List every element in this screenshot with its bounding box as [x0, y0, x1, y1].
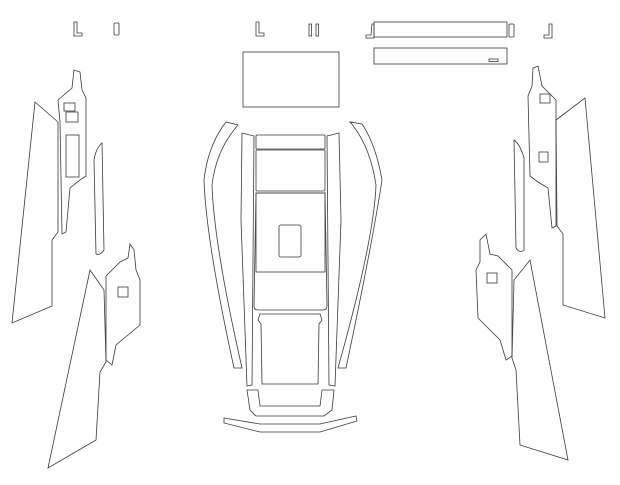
- center-lower-section: [257, 313, 323, 385]
- center-window: [278, 224, 302, 258]
- right-oval-strip: [513, 139, 525, 252]
- right-strip-window-b: [538, 151, 549, 163]
- center-top-section: [255, 134, 326, 150]
- left-oval-strip: [93, 142, 105, 255]
- second-long-strip: [373, 47, 508, 65]
- left-window-strip: [57, 69, 87, 235]
- center-mid-section: [255, 149, 326, 192]
- right-window-strip: [527, 65, 557, 229]
- center-left-curved-strip: [203, 121, 243, 369]
- top-strip-end-tab: [508, 23, 515, 38]
- center-left-inner-strip: [240, 132, 255, 387]
- center-main-inner-rect: [255, 192, 326, 273]
- top-center-tab-b: [315, 23, 319, 37]
- top-left-small-tab: [113, 22, 120, 36]
- center-bottom-arc-strip: [223, 415, 358, 433]
- left-strip-window-a: [63, 102, 76, 112]
- right-lower-window: [486, 272, 498, 284]
- right-strip-window-a: [539, 93, 551, 104]
- top-hook-left-of-strip: [365, 23, 375, 39]
- left-strip-window-c: [65, 134, 80, 178]
- top-center-panel: [242, 51, 340, 108]
- left-large-panel: [11, 101, 59, 324]
- top-center-tab-a: [308, 23, 312, 37]
- top-right-hook-piece: [543, 23, 553, 39]
- right-large-panel: [555, 97, 606, 319]
- left-lower-large-panel: [47, 269, 107, 469]
- left-strip-window-b: [65, 111, 79, 123]
- center-bottom-bracket: [246, 389, 335, 417]
- center-main-section: [253, 192, 328, 311]
- top-left-hook-piece: [73, 21, 83, 37]
- left-lower-window-strip: [105, 242, 141, 366]
- center-right-inner-strip: [326, 132, 342, 387]
- right-lower-large-panel: [511, 259, 569, 461]
- center-right-curved-strip: [337, 121, 383, 369]
- top-center-hook-piece: [255, 21, 265, 37]
- top-long-strip: [373, 21, 508, 38]
- second-strip-slot: [488, 58, 499, 62]
- right-lower-window-strip: [475, 233, 513, 361]
- left-lower-window: [117, 286, 129, 298]
